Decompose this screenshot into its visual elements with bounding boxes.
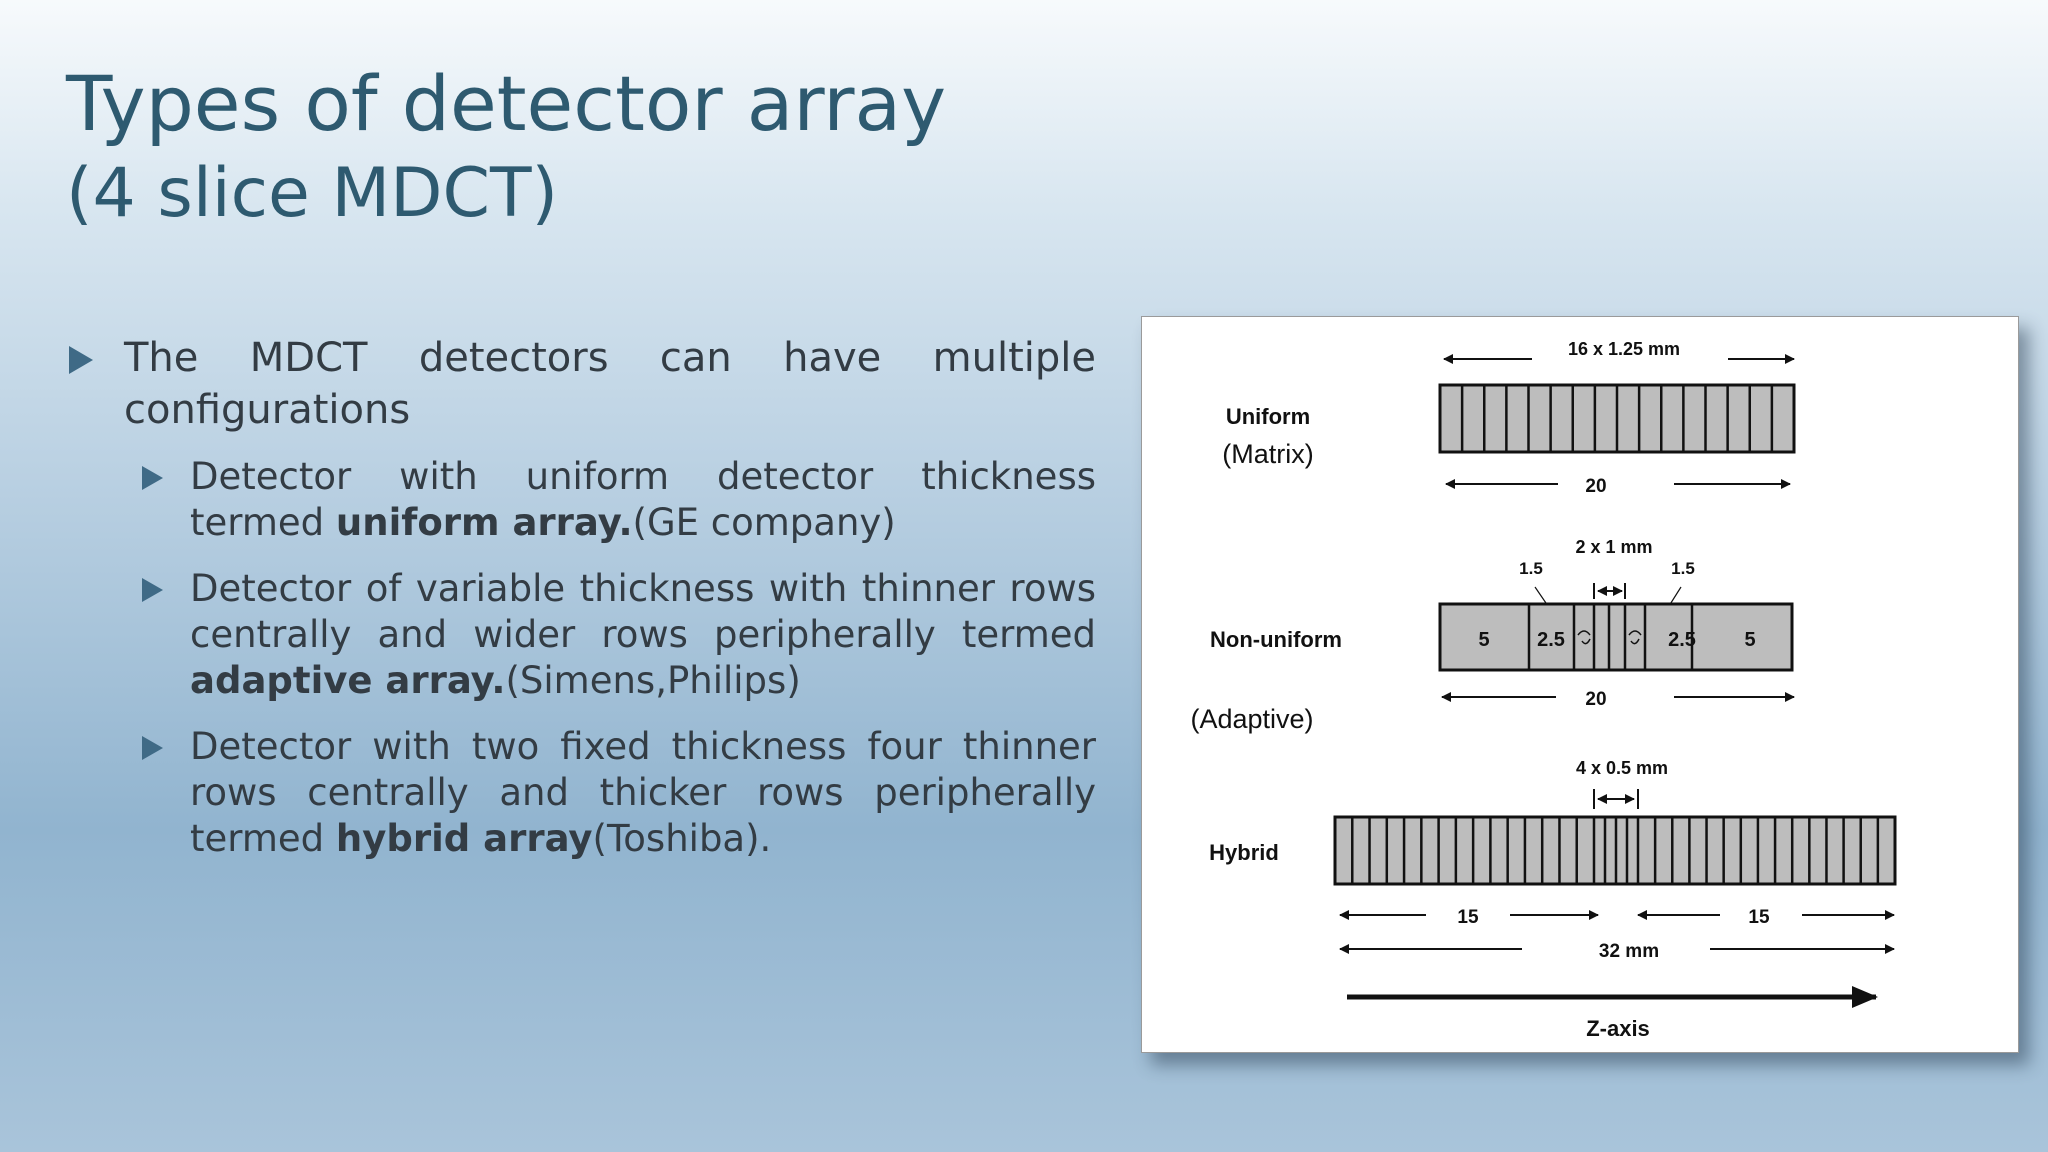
z-axis-label: Z-axis [1586,1016,1650,1041]
nonuniform-curl-marks [1577,630,1642,645]
bullet-text: Detector with uniform detector thickness… [190,455,1096,544]
bullet-uniform: Detector with uniform detector thickness… [140,454,1096,546]
uniform-sublabel: (Matrix) [1222,439,1313,469]
hybrid-array: Hybrid 4 x 0.5 mm 15 15 32 mm [1209,758,1897,962]
hybrid-left-dim: 15 [1457,907,1479,928]
detector-diagram: Uniform (Matrix) 16 x 1.25 mm 20 Non-uni… [1190,339,1897,1041]
uniform-array: Uniform (Matrix) 16 x 1.25 mm 20 [1222,339,1796,497]
title-block: Types of detector array (4 slice MDCT) [66,58,946,238]
bullet-main: The MDCT detectors can have multiple con… [66,332,1096,436]
bullet-list: The MDCT detectors can have multiple con… [66,332,1096,882]
nonuniform-left-dim: 1.5 [1519,559,1543,578]
nonuniform-right-dim: 1.5 [1671,559,1695,578]
bullet-arrow-icon [142,736,163,760]
nonuniform-cell-1: 2.5 [1537,629,1565,651]
hybrid-top-dim: 4 x 0.5 mm [1576,758,1668,778]
bullet-vendor: (Simens,Philips) [505,659,801,702]
uniform-top-dim: 16 x 1.25 mm [1568,339,1680,359]
uniform-cells [1460,385,1774,452]
bullet-arrow-icon [142,466,163,490]
uniform-label: Uniform [1226,404,1310,429]
hybrid-right-dim: 15 [1748,907,1770,928]
slide-title: Types of detector array [66,59,947,148]
slide-subtitle: (4 slice MDCT) [66,154,559,233]
bullet-hybrid: Detector with two fixed thickness four t… [140,724,1096,862]
nonuniform-detector [1438,602,1794,672]
bullet-text: Detector with two fixed thickness four t… [190,725,1096,860]
nonuniform-label: Non-uniform [1210,627,1342,652]
nonuniform-cell-3: 5 [1744,629,1755,651]
bullet-arrow-icon [69,346,93,374]
bullet-term: hybrid array [335,817,593,860]
bullet-adaptive: Detector of variable thickness with thin… [140,566,1096,704]
bullet-text: Detector of variable thickness with thin… [190,567,1096,656]
uniform-bottom-dim: 20 [1585,476,1606,497]
hybrid-cells [1351,817,1880,884]
nonuniform-array: Non-uniform (Adaptive) 2 x 1 mm 1.5 1.5 [1190,537,1795,734]
nonuniform-cell-2: 2.5 [1668,629,1696,651]
hybrid-total-dim: 32 mm [1599,941,1659,962]
bullet-vendor: (GE company) [632,501,896,544]
bullet-term: uniform array. [335,501,633,544]
bullet-arrow-icon [142,578,163,602]
nonuniform-dividers [1527,604,1694,670]
nonuniform-top-dim: 2 x 1 mm [1575,537,1652,557]
detector-array-figure: Uniform (Matrix) 16 x 1.25 mm 20 Non-uni… [1141,316,2019,1053]
nonuniform-sublabel: (Adaptive) [1190,704,1313,734]
nonuniform-bottom-dim: 20 [1585,689,1606,710]
bullet-main-text: The MDCT detectors can have multiple con… [124,335,1096,433]
bullet-term: adaptive array. [190,659,506,702]
nonuniform-cell-0: 5 [1478,629,1489,651]
bullet-vendor: (Toshiba). [592,817,772,860]
hybrid-label: Hybrid [1209,840,1279,865]
